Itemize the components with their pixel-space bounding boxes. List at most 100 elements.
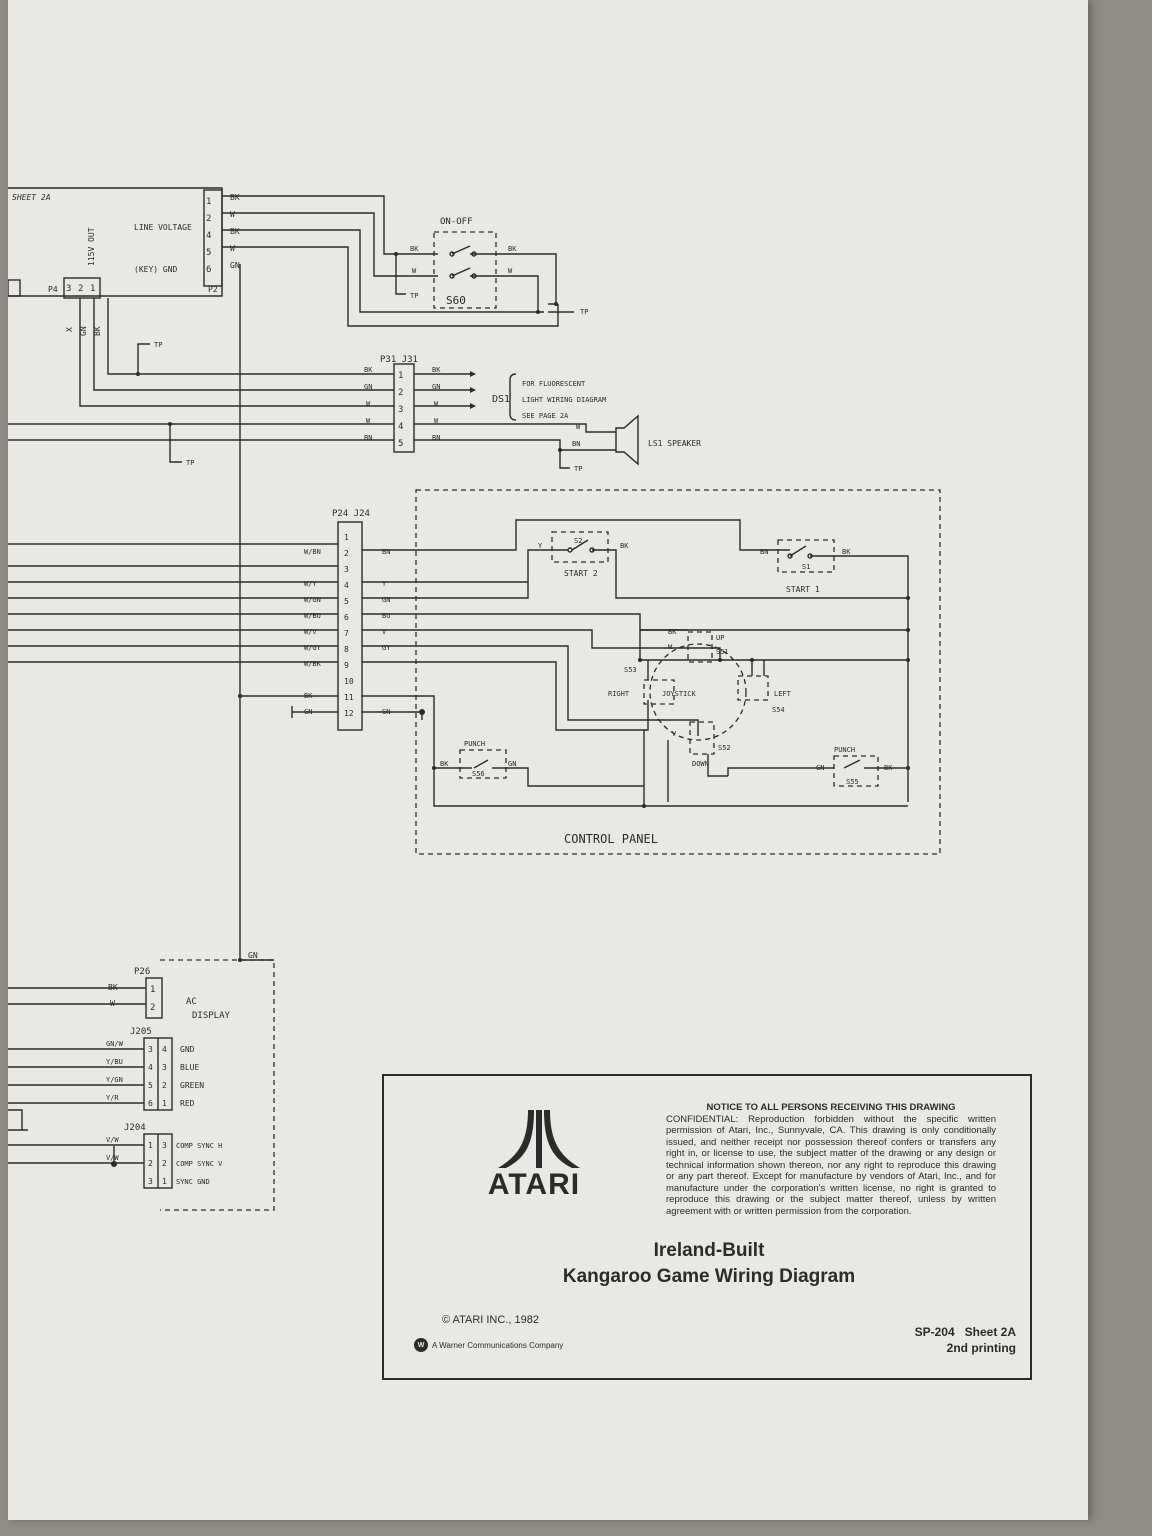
- p31-right-gn: GN: [432, 383, 440, 391]
- p26-connector: GN P26 1 2 BK W AC DISPLAY: [8, 932, 275, 1211]
- notice-body: CONFIDENTIAL: Reproduction forbidden wit…: [666, 1113, 996, 1217]
- pin-2: 2: [206, 214, 211, 224]
- p24-right-color-7: V: [382, 628, 387, 636]
- p24-pin-1: 1: [344, 533, 349, 542]
- p26-name: P26: [134, 967, 150, 977]
- j204-pin-right: 1: [162, 1177, 167, 1186]
- s53-label: S53: [624, 666, 637, 674]
- p24-pin-11: 11: [344, 693, 354, 702]
- tp-lower: TP: [186, 459, 194, 467]
- left-label: LEFT: [774, 690, 792, 698]
- p24-right-color-5: GN: [382, 596, 390, 604]
- ds1-note-1: FOR FLUORESCENT: [522, 380, 586, 388]
- p24-left-color-8: W/GY: [304, 644, 322, 652]
- punch-left-wire-bk: BK: [440, 760, 449, 768]
- j205-pin-right: 4: [162, 1045, 167, 1054]
- edge-connector: [8, 279, 21, 297]
- p31-left-w3: W: [366, 400, 371, 408]
- p31-left-w4: W: [366, 417, 371, 425]
- notice-title: NOTICE TO ALL PERSONS RECEIVING THIS DRA…: [706, 1102, 956, 1113]
- s51-label: S51: [716, 648, 729, 656]
- s52-label: S52: [718, 744, 731, 752]
- p24-left-color-6: W/BU: [304, 612, 321, 620]
- j205-pin-left: 4: [148, 1063, 153, 1072]
- drawing-title-line-1: Ireland-Built: [653, 1240, 765, 1261]
- line-voltage-block: SHEET 2A 1 2 4 5 6 P2 LINE VOLTAGE (KEY)…: [8, 187, 240, 297]
- speaker-wire-w: W: [576, 423, 581, 431]
- p24-right-color-2: BN: [382, 548, 390, 556]
- speaker-wire-bn: BN: [572, 440, 580, 448]
- p31-pin-1: 1: [398, 371, 403, 381]
- j204-color: V/W: [106, 1136, 119, 1144]
- warner-text: A Warner Communications Company: [432, 1340, 564, 1350]
- j205-pin-left: 5: [148, 1081, 153, 1090]
- p24-pin-5: 5: [344, 597, 349, 606]
- up-label: UP: [716, 634, 724, 642]
- j204-pin-left: 3: [148, 1177, 153, 1186]
- s2-wire-y: Y: [538, 542, 543, 550]
- on-off-in-w: W: [412, 267, 417, 275]
- p24-pin-7: 7: [344, 629, 349, 638]
- pin-5: 5: [206, 248, 211, 258]
- punch-left-wire-gn: GN: [508, 760, 516, 768]
- wire-bk-4: BK: [230, 227, 240, 236]
- p31-pin-5: 5: [398, 439, 403, 449]
- display-label: DISPLAY: [192, 1011, 231, 1021]
- wire-w-2: W: [230, 210, 235, 219]
- punch-right-label: PUNCH: [834, 746, 855, 754]
- j205-signal: BLUE: [180, 1063, 199, 1072]
- j204-pin-right: 2: [162, 1159, 167, 1168]
- p24-pin-3: 3: [344, 565, 349, 574]
- j205-signal: RED: [180, 1099, 195, 1108]
- joystick-label: JOYSTICK: [662, 690, 697, 698]
- p4-label: P4: [48, 285, 58, 294]
- mains-wiring: [222, 195, 574, 932]
- j204-pin-right: 3: [162, 1141, 167, 1150]
- ds1-label: DS1: [492, 394, 510, 405]
- p24-pin-6: 6: [344, 613, 349, 622]
- wire-gn-6: GN: [230, 261, 240, 270]
- ds1-note-2: LIGHT WIRING DIAGRAM: [522, 396, 606, 404]
- p31-right-bk: BK: [432, 366, 441, 374]
- s1-wire-bk: BK: [842, 548, 851, 556]
- p4-pin-1: 1: [90, 284, 95, 294]
- p26-pin-1: 1: [150, 985, 155, 995]
- j205-color: Y/BU: [106, 1058, 123, 1066]
- line-voltage-label: LINE VOLTAGE: [134, 223, 192, 232]
- j205-pin-left: 3: [148, 1045, 153, 1054]
- joy-wire-v: V: [672, 730, 677, 738]
- s56-label: S56: [472, 770, 485, 778]
- j205-signal: GREEN: [180, 1081, 204, 1090]
- p4-wire-x: X: [65, 327, 74, 332]
- p26-pin-2: 2: [150, 1003, 155, 1013]
- p31-left-bn: BN: [364, 434, 372, 442]
- pin-1: 1: [206, 197, 211, 207]
- j204-color: V/W: [106, 1154, 119, 1162]
- confidential-notice: NOTICE TO ALL PERSONS RECEIVING THIS DRA…: [666, 1102, 996, 1217]
- drawing-title-line-2: Kangaroo Game Wiring Diagram: [562, 1266, 856, 1287]
- j204-pin-left: 1: [148, 1141, 153, 1150]
- right-label: RIGHT: [608, 690, 630, 698]
- j205-color: GN/W: [106, 1040, 124, 1048]
- start1-label: START 1: [786, 585, 820, 594]
- ac-label: AC: [186, 997, 197, 1007]
- p24-left-color-2: W/BN: [304, 548, 321, 556]
- p4-pin-3: 3: [66, 284, 71, 294]
- s54-label: S54: [772, 706, 785, 714]
- j204-signal: COMP SYNC V: [176, 1160, 223, 1168]
- p24-left-color-4: W/Y: [304, 580, 317, 588]
- printing: 2nd printing: [946, 1341, 1016, 1355]
- p24-left-color-7: W/V: [304, 628, 317, 636]
- j204-name: J204: [124, 1123, 146, 1133]
- p24-name: P24 J24: [332, 509, 370, 519]
- sheet-id: SP-204 Sheet 2A: [914, 1325, 1016, 1339]
- wire-w-5: W: [230, 244, 235, 253]
- p31-right-bn: BN: [432, 434, 440, 442]
- j205-signal: GND: [180, 1045, 195, 1054]
- p31-pin-2: 2: [398, 388, 403, 398]
- p24-right-color-4: Y: [382, 580, 387, 588]
- plug-label: P2: [208, 285, 218, 294]
